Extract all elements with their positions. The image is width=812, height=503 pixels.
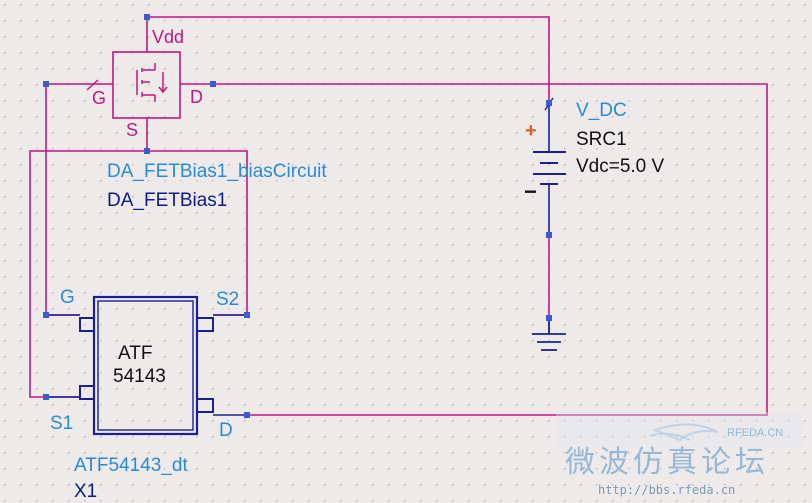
transistor-body-outer[interactable]: [92, 295, 199, 436]
wire-drain-bias[interactable]: [180, 83, 768, 416]
mosfet-icon: [136, 63, 168, 102]
source-instance-name[interactable]: SRC1: [576, 129, 627, 150]
transistor-body-inner: [97, 300, 194, 431]
fet-bias-body[interactable]: [112, 51, 181, 119]
transistor-instance-name[interactable]: X1: [74, 481, 98, 502]
transistor-pin-s2-label: S2: [216, 289, 240, 310]
pin-dot[interactable]: [244, 412, 250, 418]
transistor-pin-s1-label: S1: [50, 413, 74, 434]
dc-source-component[interactable]: [533, 97, 566, 235]
transistor-model-name[interactable]: ATF54143_dt: [74, 455, 188, 476]
pin-tab-d: [196, 398, 214, 413]
pin-dot[interactable]: [144, 14, 150, 20]
watermark-band: [556, 412, 802, 448]
transistor-pin-g-label: G: [60, 287, 75, 308]
pin-dot[interactable]: [43, 312, 49, 318]
watermark-bird-icon: [649, 423, 719, 442]
transistor-pin-d-label: D: [219, 420, 233, 441]
bias-component-name[interactable]: DA_FETBias1: [107, 190, 228, 211]
bias-pin-s-label: S: [126, 120, 139, 140]
source-minus-sign: −: [524, 179, 537, 204]
source-value-label[interactable]: Vdc=5.0 V: [576, 156, 665, 177]
watermark-url: http://bbs.rfeda.cn: [598, 483, 736, 497]
pin-tab-s1: [79, 385, 95, 400]
source-plus-sign: +: [525, 120, 537, 142]
transistor-part-line2: 54143: [113, 366, 166, 387]
pin-dot[interactable]: [144, 148, 150, 154]
connection-dots: [43, 14, 552, 418]
transistor-component[interactable]: [46, 295, 247, 436]
fet-bias-component[interactable]: [86, 51, 181, 119]
pin-dot[interactable]: [43, 81, 49, 87]
bias-pin-vdd-label: Vdd: [152, 27, 185, 47]
pin-tab-s2: [196, 317, 214, 332]
source-type-label[interactable]: V_DC: [576, 100, 627, 121]
watermark-site-name: 微波仿真论坛: [565, 445, 769, 480]
pin-tab-g: [79, 317, 95, 332]
pin-dot[interactable]: [546, 100, 552, 106]
pin-dot[interactable]: [244, 312, 250, 318]
gate-slash-mark: [86, 79, 99, 91]
pin-dot[interactable]: [546, 232, 552, 238]
bias-pin-d-label: D: [190, 87, 203, 107]
wire-top-rail[interactable]: [147, 16, 550, 103]
pin-dot[interactable]: [210, 81, 216, 87]
pin-dot[interactable]: [546, 315, 552, 321]
pin-dot[interactable]: [43, 394, 49, 400]
transistor-part-line1: ATF: [118, 343, 153, 364]
bias-instance-name[interactable]: DA_FETBias1_biasCircuit: [107, 161, 327, 182]
bias-pin-g-label: G: [92, 88, 107, 108]
watermark-logo-text: RFEDA.CN: [727, 427, 784, 439]
